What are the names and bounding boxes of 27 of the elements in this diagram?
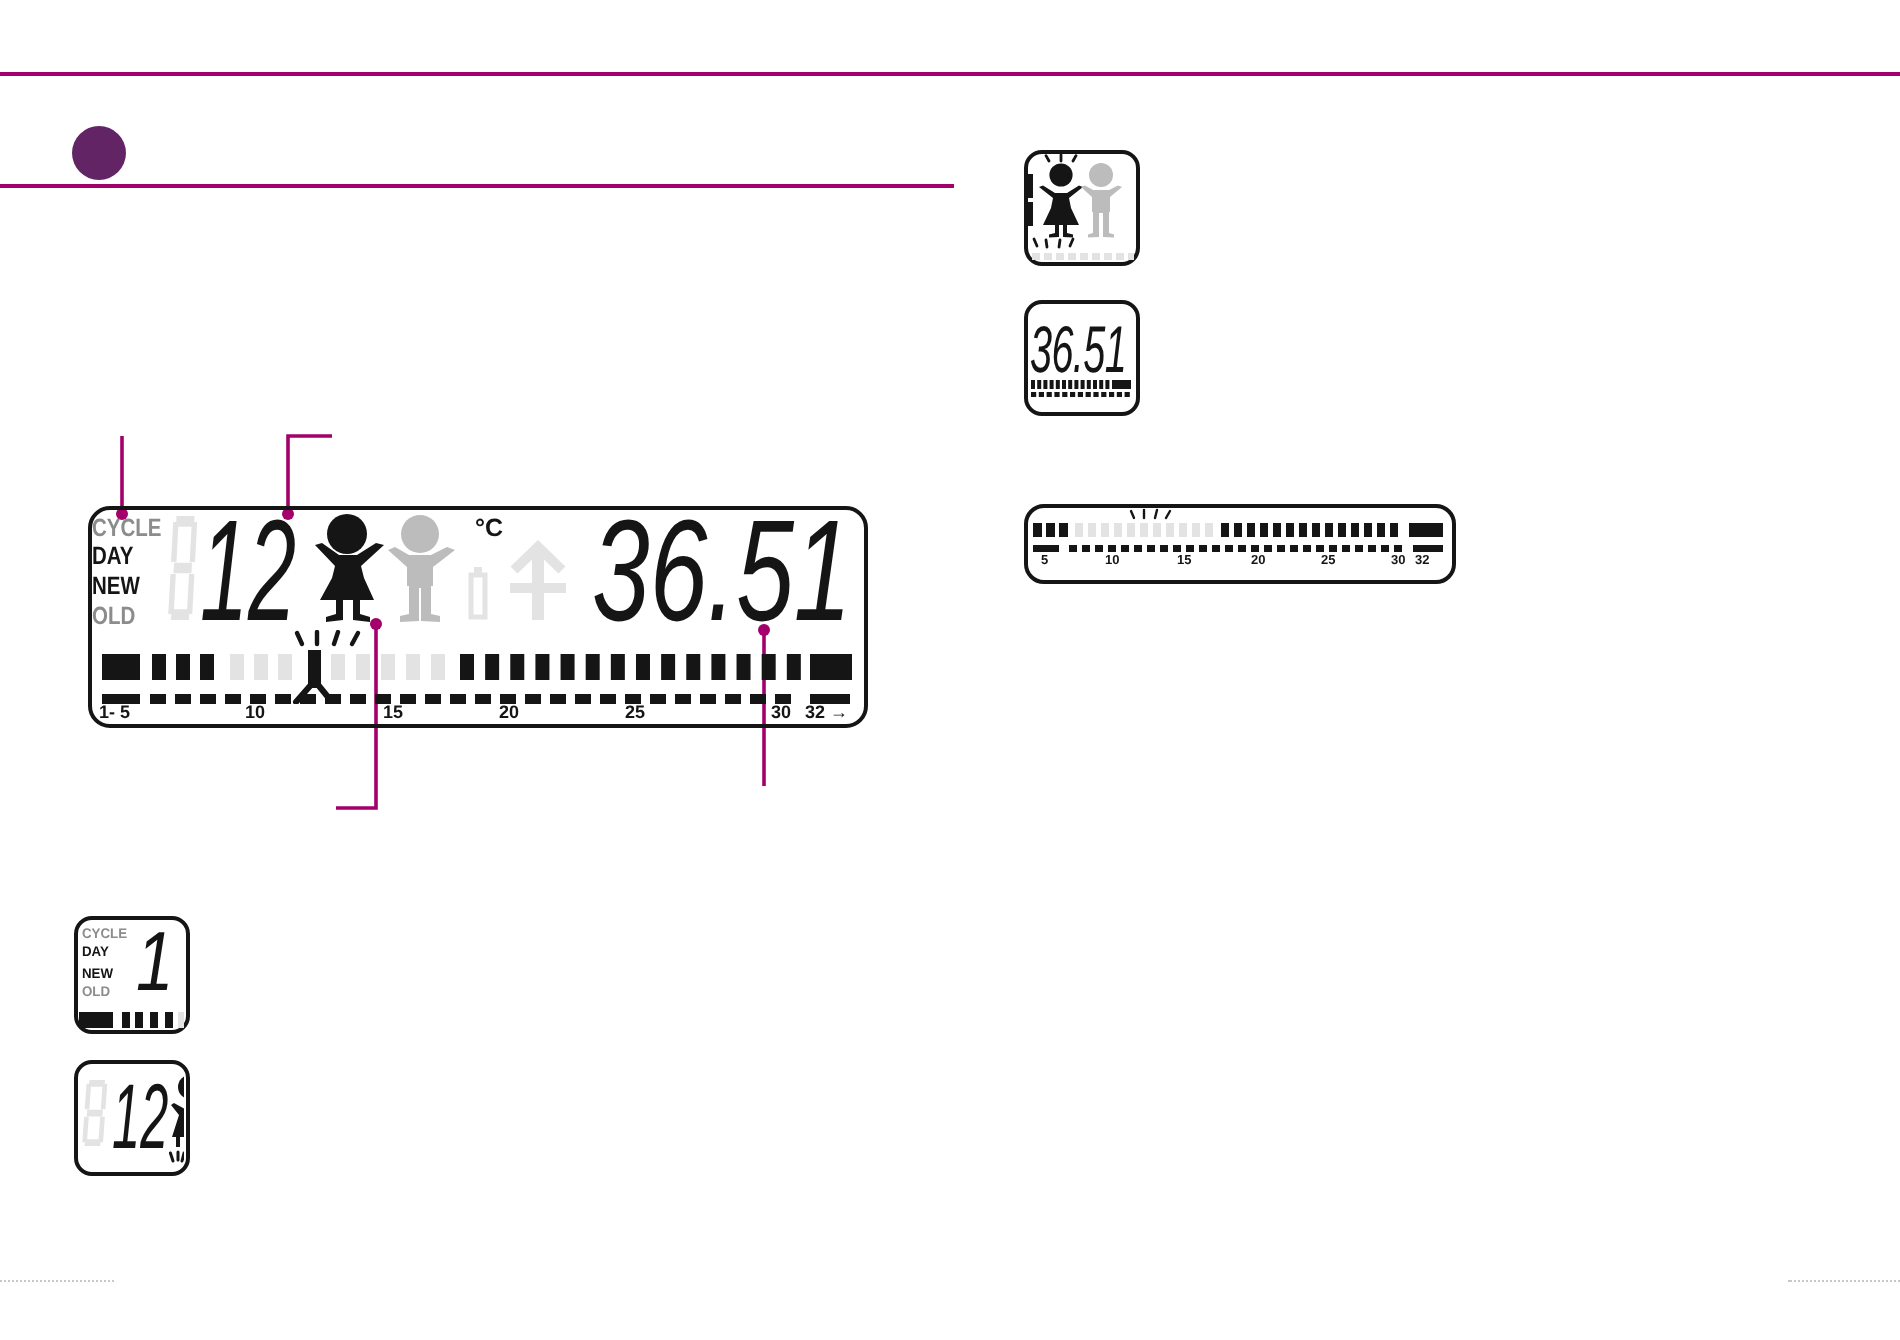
scale-number: 15 xyxy=(383,704,404,722)
display-mode-label: CYCLE xyxy=(91,516,161,541)
lcd-digits: 12 xyxy=(199,513,296,629)
lcd-display-thumbnail xyxy=(1024,300,1140,416)
leader-line xyxy=(336,618,382,810)
unit-label: °C xyxy=(475,515,504,540)
display-mode-label: DAY xyxy=(91,544,133,569)
leader-line xyxy=(116,436,128,520)
leader-line xyxy=(282,434,332,520)
lcd-display-thumbnail xyxy=(1024,504,1456,584)
scale-number: 32 → xyxy=(805,704,849,722)
scale-number: 10 xyxy=(245,704,266,722)
scale-number: 1- 5 xyxy=(99,704,131,722)
leader-line xyxy=(758,624,770,786)
person-icon xyxy=(313,511,385,623)
lcd-digits: 36.51 xyxy=(1029,319,1126,379)
lcd-display-panel xyxy=(88,506,868,728)
scale-number: 20 xyxy=(499,704,520,722)
scale-number: 30 xyxy=(771,704,792,722)
lcd-digits: 12 xyxy=(111,1069,168,1161)
lcd-display-thumbnail xyxy=(74,916,190,1034)
lcd-display-thumbnail xyxy=(74,1060,190,1176)
scale-number: 25 xyxy=(625,704,646,722)
lcd-digits: 1 xyxy=(135,920,173,1004)
display-mode-label: OLD xyxy=(91,603,135,628)
lcd-digits: 36.51 xyxy=(591,513,851,629)
display-mode-label: NEW xyxy=(91,573,139,598)
